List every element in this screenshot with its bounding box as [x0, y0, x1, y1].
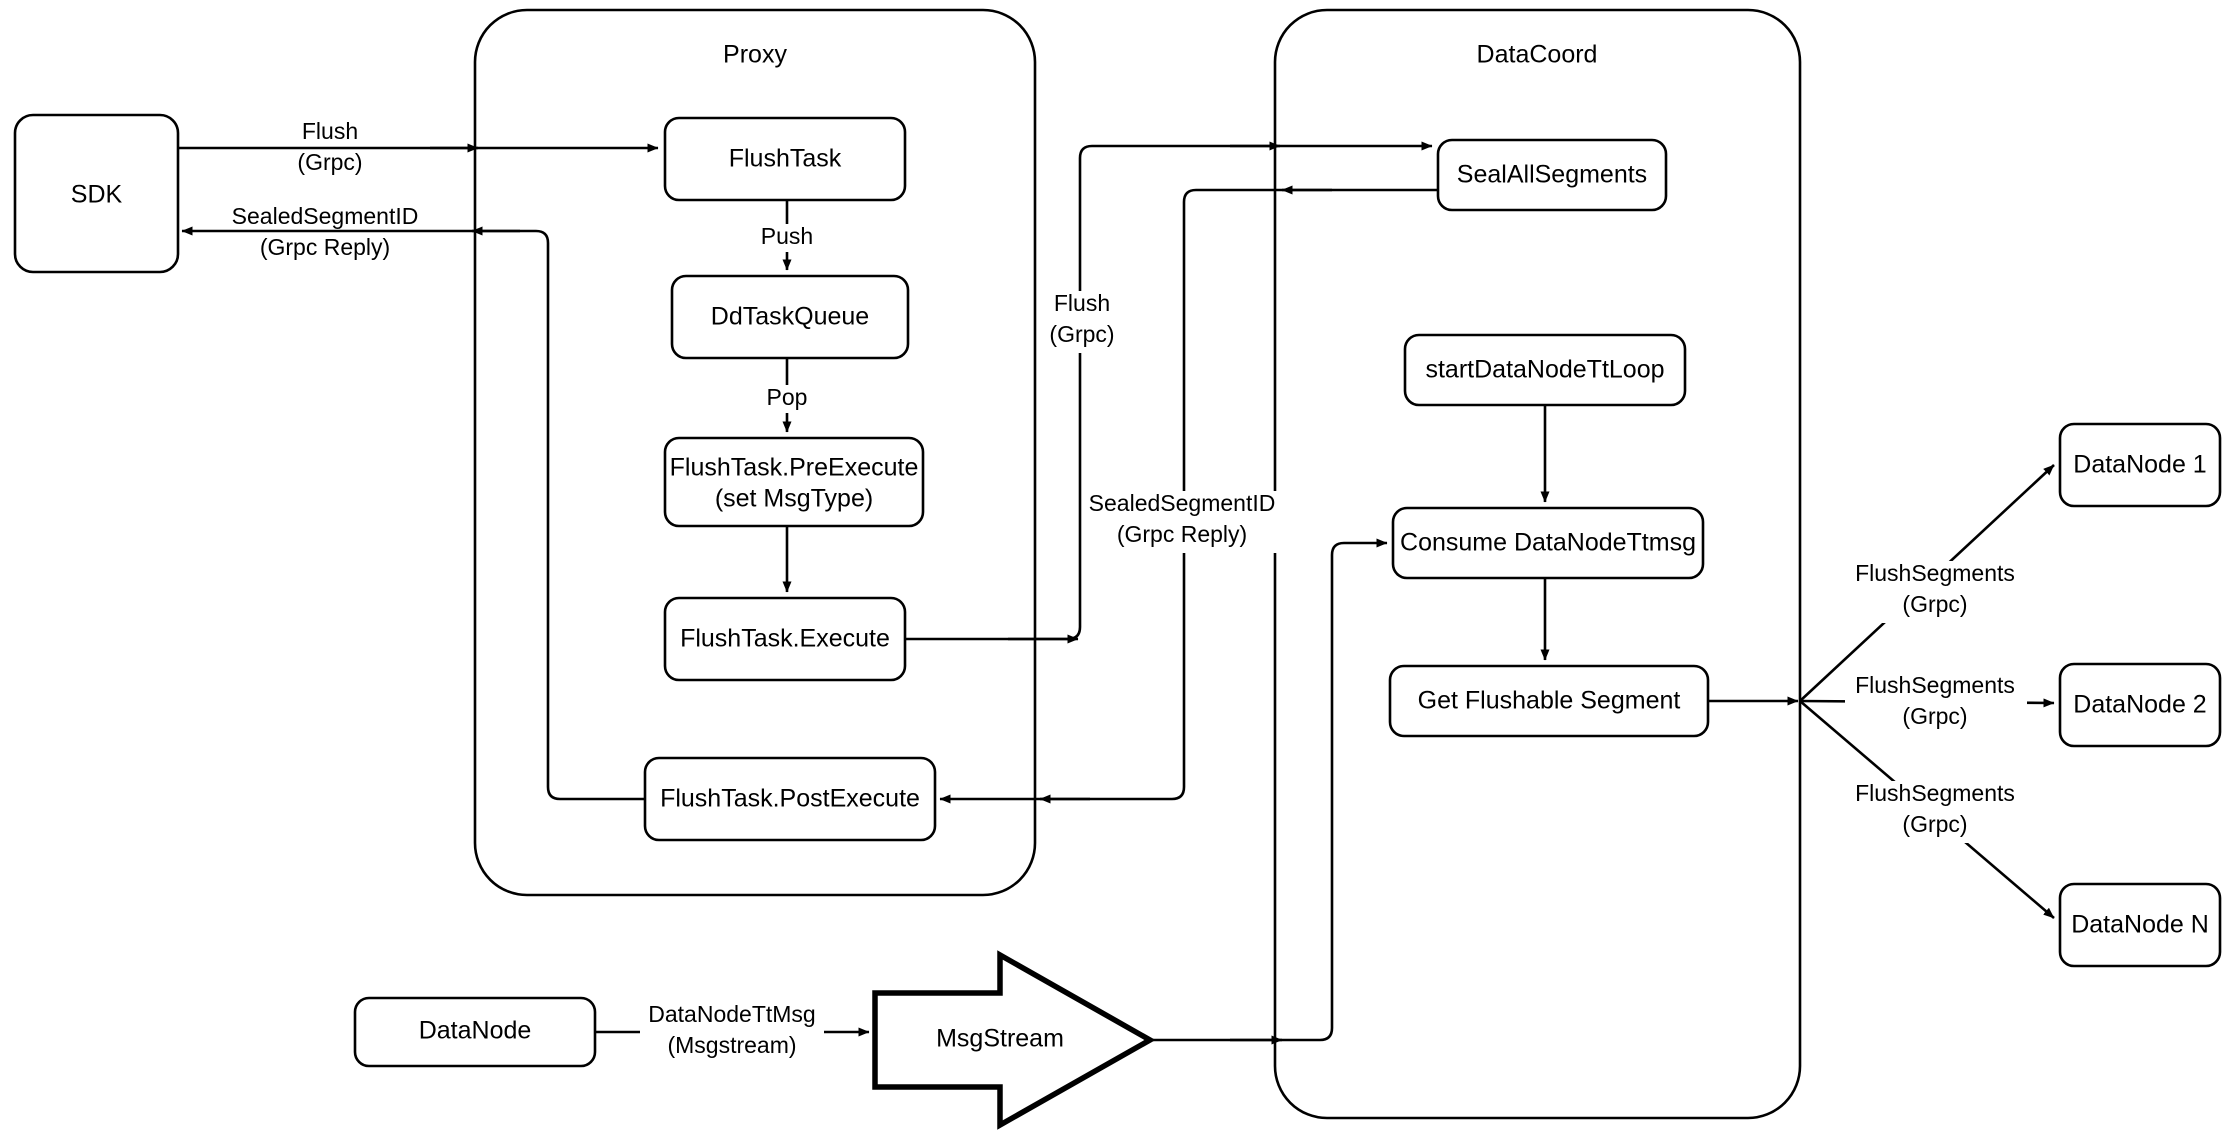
- proxy-container-title: Proxy: [723, 41, 787, 69]
- startdatanodettloop-box[interactable]: [1403, 333, 1687, 407]
- consumedatanodettmsg-label: Consume DataNodeTtmsg: [1400, 529, 1696, 557]
- datanode1-label: DataNode 1: [2073, 451, 2206, 479]
- edge-label-flushsegments-1: FlushSegments (Grpc): [1845, 560, 2027, 623]
- sealedsegmentid-mid-line1: SealedSegmentID: [1089, 490, 1276, 516]
- node-flushtask[interactable]: FlushTask: [663, 116, 907, 202]
- edge-label-datanodettmsg: DataNodeTtMsg (Msgstream): [640, 1001, 824, 1064]
- edge-label-sealedsegmentid-sdk: SealedSegmentID (Grpc Reply): [232, 203, 419, 260]
- preexecute-box[interactable]: [663, 436, 925, 528]
- flush-grpc-mid-backdrop: [1040, 291, 1126, 353]
- sealedsegmentid-sdk-line1: SealedSegmentID: [232, 203, 419, 229]
- datanode1-box[interactable]: [2058, 422, 2222, 508]
- execute-box[interactable]: [663, 596, 907, 682]
- flushsegments-2-line1: FlushSegments: [1855, 672, 2015, 698]
- preexecute-sublabel: (set MsgType): [715, 485, 873, 513]
- datanodettmsg-line1: DataNodeTtMsg: [648, 1001, 815, 1027]
- node-sdk[interactable]: SDK: [13, 113, 180, 274]
- flushtask-box[interactable]: [663, 116, 907, 202]
- pop-label: Pop: [767, 384, 808, 410]
- push-label-backdrop: [753, 224, 821, 252]
- datanoden-label: DataNode N: [2071, 911, 2209, 939]
- sealedsegmentid-sdk-line2: (Grpc Reply): [260, 234, 390, 260]
- sealedsegmentid-mid-line2: (Grpc Reply): [1117, 521, 1247, 547]
- startdatanodettloop-label: startDataNodeTtLoop: [1425, 356, 1664, 384]
- flush-grpc-sdk-line1: Flush: [302, 118, 358, 144]
- postexecute-box[interactable]: [643, 756, 937, 842]
- edge-label-flush-grpc-mid: Flush (Grpc): [1040, 290, 1126, 353]
- getflushablesegment-label: Get Flushable Segment: [1418, 687, 1681, 715]
- edge-postexecute-to-sdk: [181, 226, 645, 801]
- node-ddtaskqueue[interactable]: DdTaskQueue: [670, 274, 910, 360]
- datanodettmsg-backdrop: [640, 1002, 824, 1064]
- node-preexecute[interactable]: FlushTask.PreExecute (set MsgType): [663, 436, 925, 528]
- edge-label-flushsegments-2: FlushSegments (Grpc): [1845, 672, 2027, 735]
- node-postexecute[interactable]: FlushTask.PostExecute: [643, 756, 937, 842]
- pop-label-backdrop: [757, 385, 817, 413]
- ddtaskqueue-label: DdTaskQueue: [711, 303, 869, 331]
- datanode2-box[interactable]: [2058, 662, 2222, 748]
- datacoord-container-title: DataCoord: [1477, 41, 1598, 69]
- flushsegments-2-line2: (Grpc): [1902, 703, 1967, 729]
- node-consumedatanodettmsg[interactable]: Consume DataNodeTtmsg: [1391, 506, 1705, 580]
- sealedsegmentid-mid-backdrop: [1088, 491, 1278, 553]
- push-label: Push: [761, 223, 813, 249]
- msgstream-block-arrow-shape[interactable]: [872, 950, 1156, 1130]
- flushsegments-1-line2: (Grpc): [1902, 591, 1967, 617]
- edge-msgstream-to-consume: [1150, 538, 1388, 1042]
- edge-label-flushsegments-n: FlushSegments (Grpc): [1845, 780, 2027, 843]
- flushsegments-1-backdrop: [1845, 561, 2027, 623]
- getflushablesegment-box[interactable]: [1388, 664, 1710, 738]
- sealallsegments-box[interactable]: [1436, 138, 1668, 212]
- execute-label: FlushTask.Execute: [680, 625, 890, 653]
- ddtaskqueue-box[interactable]: [670, 274, 910, 360]
- node-datanode1[interactable]: DataNode 1: [2058, 422, 2222, 508]
- flush-grpc-mid-line1: Flush: [1054, 290, 1110, 316]
- sealallsegments-label: SealAllSegments: [1457, 161, 1647, 189]
- datanode-source-box[interactable]: [353, 996, 597, 1068]
- flushsegments-n-backdrop: [1845, 781, 2027, 843]
- flush-grpc-sdk-line2: (Grpc): [297, 149, 362, 175]
- datanodettmsg-line2: (Msgstream): [667, 1032, 796, 1058]
- consumedatanodettmsg-box[interactable]: [1391, 506, 1705, 580]
- sdk-label: SDK: [71, 181, 123, 209]
- node-execute[interactable]: FlushTask.Execute: [663, 596, 907, 682]
- node-getflushablesegment[interactable]: Get Flushable Segment: [1388, 664, 1710, 738]
- datanode2-label: DataNode 2: [2073, 691, 2206, 719]
- flushsegments-2-backdrop: [1845, 673, 2027, 735]
- datanoden-box[interactable]: [2058, 882, 2222, 968]
- flush-grpc-mid-line2: (Grpc): [1049, 321, 1114, 347]
- flushtask-label: FlushTask: [729, 145, 842, 173]
- node-datanode-source[interactable]: DataNode: [353, 996, 597, 1068]
- datanode-source-label: DataNode: [419, 1017, 532, 1045]
- sdk-box[interactable]: [13, 113, 180, 274]
- edge-label-push: Push: [753, 223, 821, 252]
- node-startdatanodettloop[interactable]: startDataNodeTtLoop: [1403, 333, 1687, 407]
- edge-label-pop: Pop: [757, 384, 817, 413]
- node-datanode2[interactable]: DataNode 2: [2058, 662, 2222, 748]
- node-sealallsegments[interactable]: SealAllSegments: [1436, 138, 1668, 212]
- node-datanoden[interactable]: DataNode N: [2058, 882, 2222, 968]
- msgstream-label: MsgStream: [936, 1025, 1064, 1053]
- flushsegments-n-line2: (Grpc): [1902, 811, 1967, 837]
- edge-label-flush-grpc-sdk: Flush (Grpc): [297, 118, 362, 175]
- node-msgstream[interactable]: MsgStream: [872, 950, 1156, 1130]
- flushsegments-1-line1: FlushSegments: [1855, 560, 2015, 586]
- edge-label-sealedsegmentid-mid: SealedSegmentID (Grpc Reply): [1088, 490, 1278, 553]
- postexecute-label: FlushTask.PostExecute: [660, 785, 920, 813]
- preexecute-label: FlushTask.PreExecute: [670, 454, 919, 482]
- flushsegments-n-line1: FlushSegments: [1855, 780, 2015, 806]
